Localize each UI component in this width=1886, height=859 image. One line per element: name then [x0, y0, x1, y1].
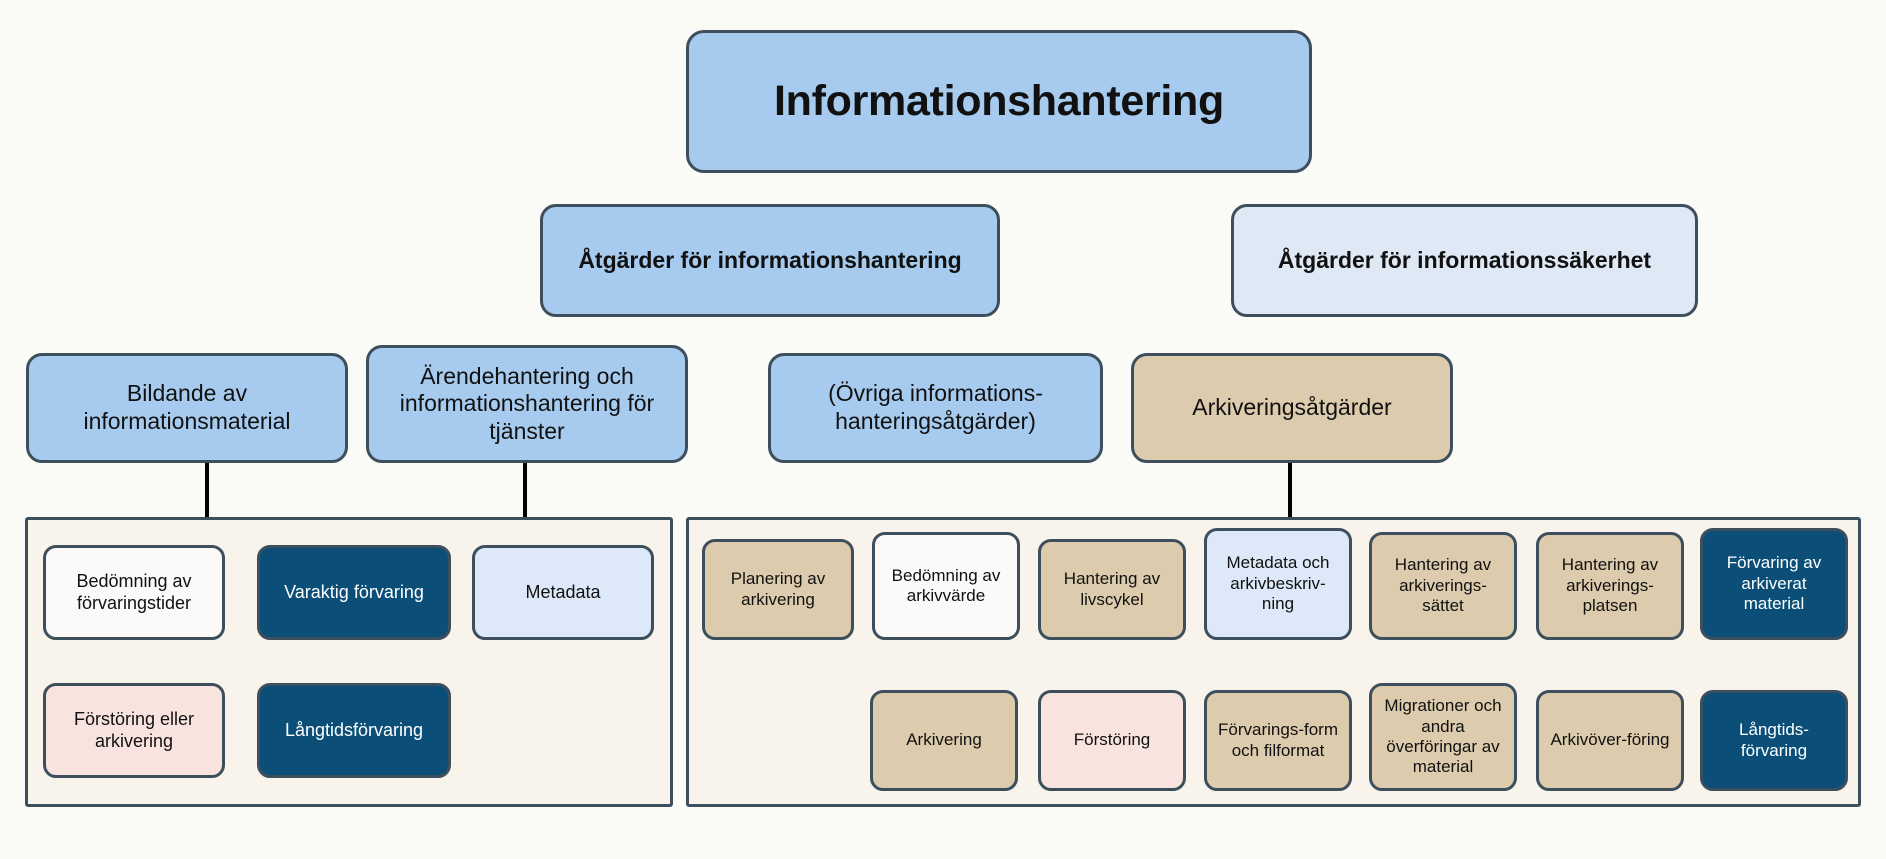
root-node-informationshantering[interactable]: Informationshantering: [686, 30, 1312, 173]
leaf-hantering-av-livscykel[interactable]: Hantering av livscykel: [1038, 539, 1186, 640]
leaf-hantering-av-arkiveringssattet[interactable]: Hantering av arkiverings-sättet: [1369, 532, 1517, 640]
leaf-forvaringsform-och-filformat[interactable]: Förvarings-form och filformat: [1204, 690, 1352, 791]
leaf-arkivoverforing[interactable]: Arkivöver-föring: [1536, 690, 1684, 791]
leaf-metadata-och-arkivbeskrivning[interactable]: Metadata och arkivbeskriv-ning: [1204, 528, 1352, 640]
leaf-migrationer-och-andra-overforingar-av-material[interactable]: Migrationer och andra överföringar av ma…: [1369, 683, 1517, 791]
leaf-arkivering[interactable]: Arkivering: [870, 690, 1018, 791]
leaf-langtidsforvaring-2[interactable]: Långtids-förvaring: [1700, 690, 1848, 791]
node-arendehantering-och-informationshantering-for-tjanster[interactable]: Ärendehantering och informationshanterin…: [366, 345, 688, 463]
leaf-forstoring[interactable]: Förstöring: [1038, 690, 1186, 791]
leaf-langtidsforvaring[interactable]: Långtidsförvaring: [257, 683, 451, 778]
leaf-bedomning-av-arkivvarde[interactable]: Bedömning av arkivvärde: [872, 532, 1020, 640]
leaf-forstoring-eller-arkivering[interactable]: Förstöring eller arkivering: [43, 683, 225, 778]
leaf-hantering-av-arkiveringsplatsen[interactable]: Hantering av arkiverings-platsen: [1536, 532, 1684, 640]
leaf-varaktig-forvaring[interactable]: Varaktig förvaring: [257, 545, 451, 640]
node-atgarder-for-informationshantering[interactable]: Åtgärder för informationshantering: [540, 204, 1000, 317]
leaf-metadata[interactable]: Metadata: [472, 545, 654, 640]
leaf-planering-av-arkivering[interactable]: Planering av arkivering: [702, 539, 854, 640]
leaf-forvaring-av-arkiverat-material[interactable]: Förvaring av arkiverat material: [1700, 528, 1848, 640]
node-atgarder-for-informationssakerhet[interactable]: Åtgärder för informationssäkerhet: [1231, 204, 1698, 317]
node-bildande-av-informationsmaterial[interactable]: Bildande av informationsmaterial: [26, 353, 348, 463]
node-ovriga-informationshanteringsatgarder[interactable]: (Övriga informations-hanteringsåtgärder): [768, 353, 1103, 463]
leaf-bedomning-av-forvaringstider[interactable]: Bedömning av förvaringstider: [43, 545, 225, 640]
node-arkiveringsatgarder[interactable]: Arkiveringsåtgärder: [1131, 353, 1453, 463]
